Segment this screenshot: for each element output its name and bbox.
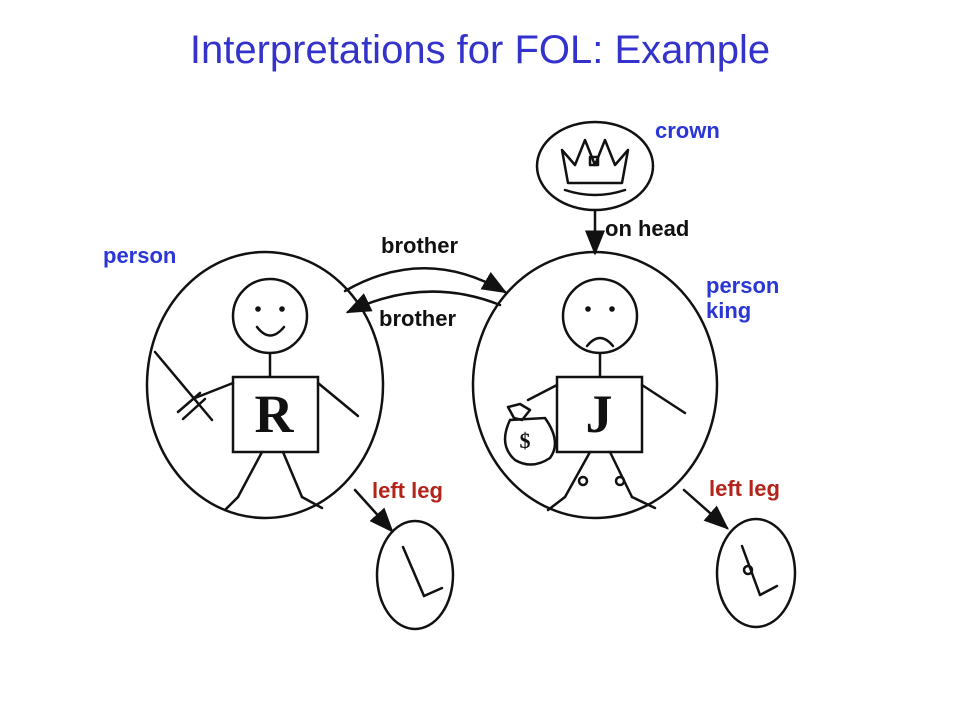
richard-initial: R [255,384,295,444]
money-symbol: $ [520,428,531,453]
slide-title: Interpretations for FOL: Example [189,28,771,72]
label-left-leg-john: left leg [709,476,780,501]
john-figure [526,277,687,512]
sword-icon [153,350,214,422]
left-leg-arrow-richard [353,488,394,533]
brother-arrow-top [343,267,508,294]
money-bag-icon [503,402,557,466]
label-brother-top: brother [381,233,458,258]
label-crown: crown [655,118,720,143]
crown-icon [560,138,630,197]
john-leg-ellipse [715,517,797,629]
john-leg-drawing [740,544,779,597]
label-on-head: on head [605,216,689,241]
brother-arrow-bottom [345,290,502,314]
label-king: king [706,298,751,323]
label-left-leg-richard: left leg [372,478,443,503]
left-leg-arrow-john [682,488,729,530]
label-brother-bottom: brother [379,306,456,331]
john-initial: J [586,384,613,444]
label-person-left: person [103,243,176,268]
richard-figure [193,277,360,512]
richard-leg-drawing [401,545,444,598]
label-person-right: person [706,273,779,298]
